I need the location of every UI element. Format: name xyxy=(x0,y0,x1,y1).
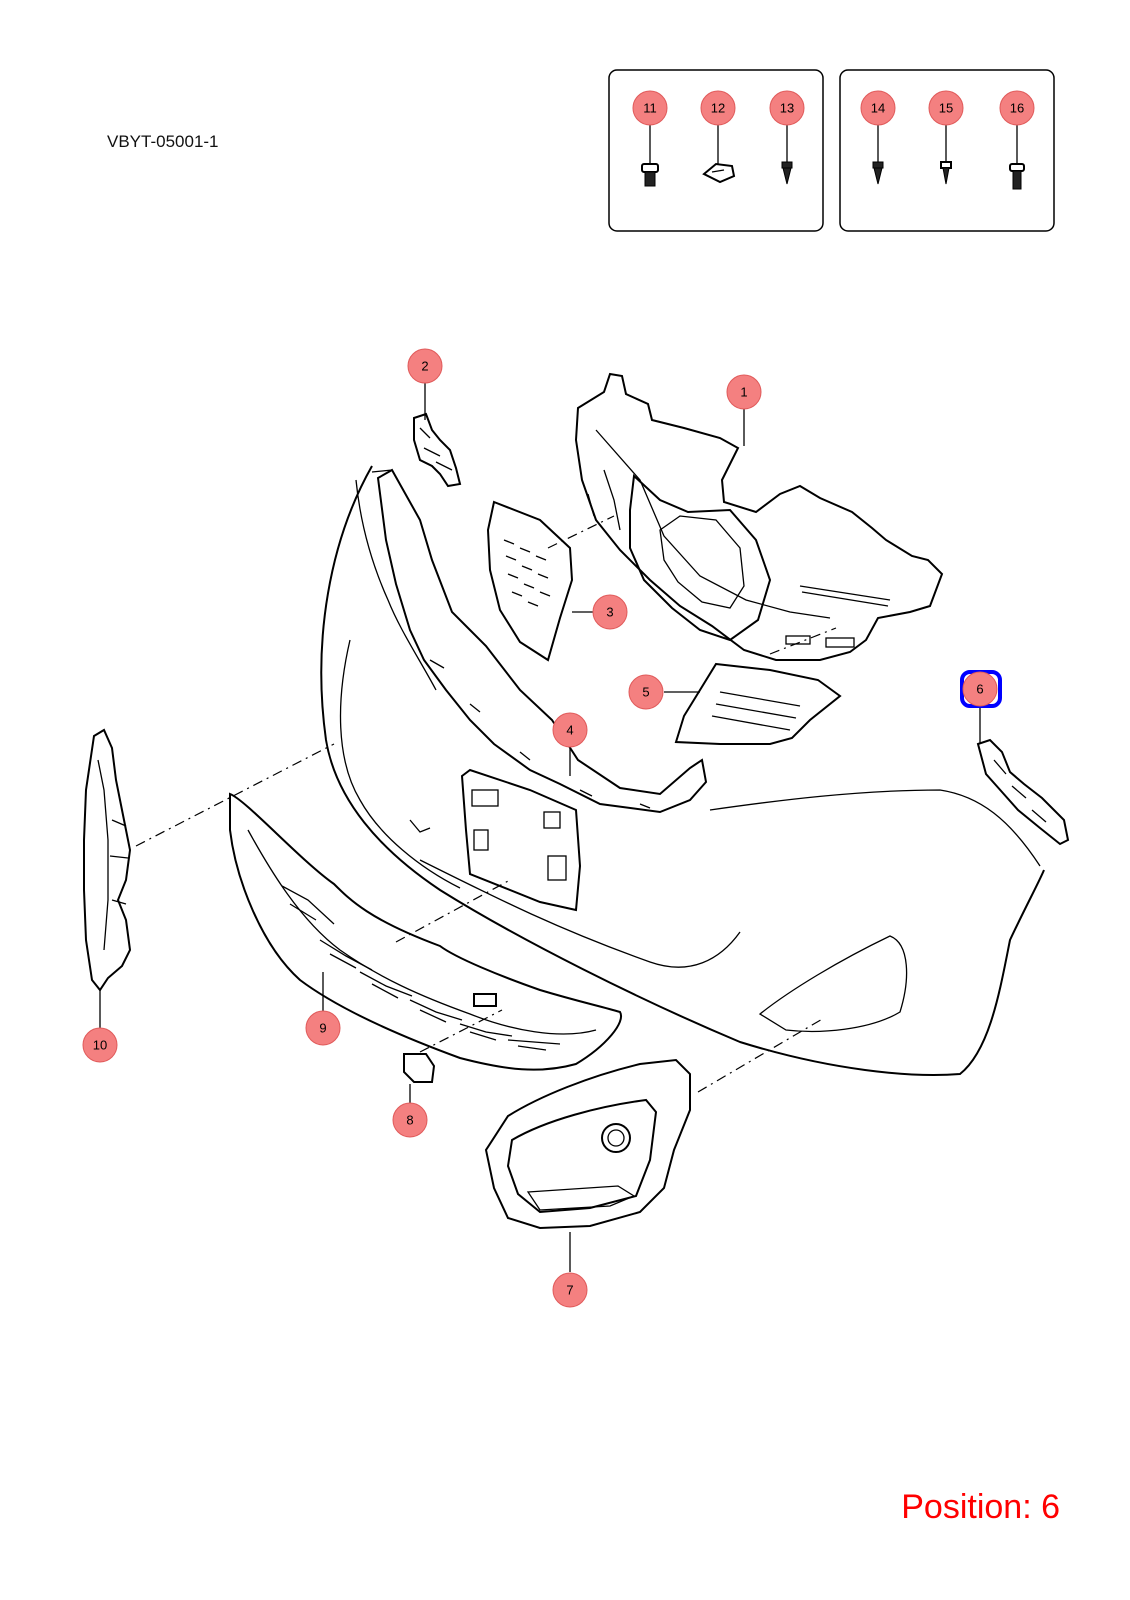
callout-16-label: 16 xyxy=(1010,101,1024,116)
callout-3-label: 3 xyxy=(606,605,613,620)
callout-14[interactable]: 14 xyxy=(860,90,896,126)
part-7-foglamp-bezel xyxy=(484,1058,691,1230)
callout-6[interactable]: 6 xyxy=(962,671,998,707)
callout-10-label: 10 xyxy=(93,1038,107,1053)
part-3-grille-insert xyxy=(486,500,574,662)
callout-15[interactable]: 15 xyxy=(928,90,964,126)
part-1-upper-carrier xyxy=(574,372,944,661)
callout-12[interactable]: 12 xyxy=(700,90,736,126)
callout-11[interactable]: 11 xyxy=(632,90,668,126)
callout-5[interactable]: 5 xyxy=(628,674,664,710)
screw-15-icon xyxy=(940,110,952,185)
callout-9-label: 9 xyxy=(319,1021,326,1036)
callout-8-label: 8 xyxy=(406,1113,413,1128)
callout-7-label: 7 xyxy=(566,1283,573,1298)
callout-6-label: 6 xyxy=(976,682,983,697)
part-9-grille xyxy=(229,792,623,1071)
part-4-reinforcement xyxy=(376,468,708,814)
part-5-lower-panel xyxy=(674,662,842,745)
document-code: VBYT-05001-1 xyxy=(107,132,219,151)
callout-5-label: 5 xyxy=(642,685,649,700)
callout-4[interactable]: 4 xyxy=(552,712,588,748)
callout-2[interactable]: 2 xyxy=(407,348,443,384)
part-2-bracket xyxy=(413,412,462,488)
callout-11-label: 11 xyxy=(643,101,657,116)
callout-10[interactable]: 10 xyxy=(82,1027,118,1063)
part-6-side-bracket xyxy=(976,738,1070,846)
bumper-shell xyxy=(320,465,1045,1076)
callout-9[interactable]: 9 xyxy=(305,1010,341,1046)
callout-3[interactable]: 3 xyxy=(592,594,628,630)
callout-13-label: 13 xyxy=(780,101,794,116)
position-indicator: Position: 6 xyxy=(901,1488,1060,1526)
callout-8[interactable]: 8 xyxy=(392,1102,428,1138)
callout-13[interactable]: 13 xyxy=(769,90,805,126)
callout-16[interactable]: 16 xyxy=(999,90,1035,126)
callout-1[interactable]: 1 xyxy=(726,374,762,410)
callout-1-label: 1 xyxy=(740,385,747,400)
callout-15-label: 15 xyxy=(939,101,953,116)
callout-12-label: 12 xyxy=(711,101,725,116)
callout-14-label: 14 xyxy=(871,101,885,116)
part-10-side-bracket xyxy=(83,728,132,992)
callout-7[interactable]: 7 xyxy=(552,1272,588,1308)
assembly-lines xyxy=(135,515,837,1093)
callout-4-label: 4 xyxy=(566,723,573,738)
callout-2-label: 2 xyxy=(421,359,428,374)
part-8-cover xyxy=(403,1053,436,1083)
